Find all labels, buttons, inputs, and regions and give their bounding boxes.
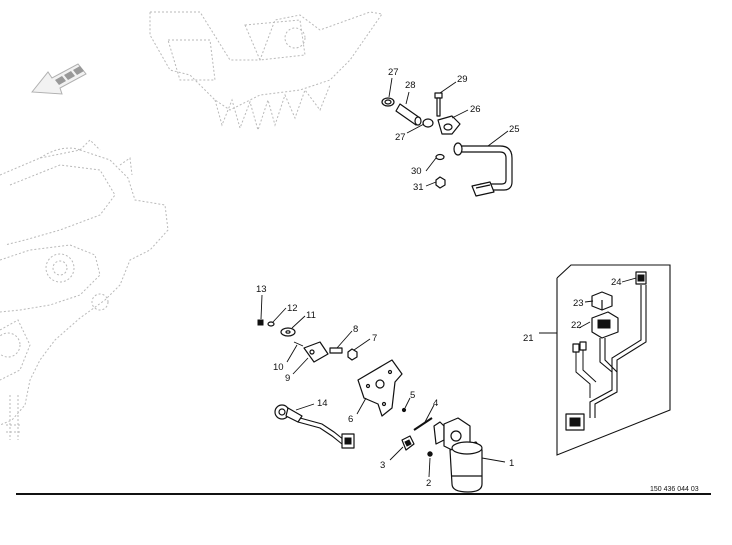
- part-26-clamp: [437, 115, 461, 135]
- part-21-connector: [565, 413, 585, 431]
- part-27-ring-top: [381, 97, 395, 107]
- part-14-sensor-cable: [274, 404, 355, 449]
- callout-9: 9: [285, 373, 290, 384]
- callout-4: 4: [433, 398, 438, 409]
- callout-28: 28: [405, 80, 416, 91]
- part-22-socket: [591, 311, 619, 339]
- callout-7: 7: [372, 333, 377, 344]
- part-28-sleeve: [395, 103, 422, 126]
- part-13-screw: [257, 319, 264, 326]
- callout-21: 21: [523, 333, 534, 344]
- callout-14: 14: [317, 398, 328, 409]
- callout-26: 26: [470, 104, 481, 115]
- part-12-washer: [267, 321, 275, 327]
- part-4-rod: [413, 417, 433, 431]
- part-11-disc: [280, 327, 296, 337]
- part-5-pin: [401, 407, 407, 413]
- part-25-bracket: [453, 142, 513, 197]
- drawing-code: 150 436 044 03: [650, 486, 699, 493]
- lower-assembly: [257, 319, 483, 493]
- callout-13: 13: [256, 284, 267, 295]
- callout-2: 2: [426, 478, 431, 489]
- part-6-plate: [357, 359, 403, 417]
- background-machine-top: [149, 11, 383, 132]
- callout-29: 29: [457, 74, 468, 85]
- part-27-ring-lower: [422, 118, 434, 128]
- callout-12: 12: [287, 303, 298, 314]
- part-10-pin: [293, 341, 304, 347]
- callout-5: 5: [410, 390, 415, 401]
- callout-1: 1: [509, 458, 514, 469]
- part-23-relay: [591, 291, 613, 311]
- callout-27-top: 27: [388, 67, 399, 78]
- part-1-motor: [433, 417, 483, 493]
- callout-6: 6: [348, 414, 353, 425]
- part-7-nut: [347, 348, 358, 361]
- callout-labels: 27 28 29 26 27 25 30 31 13 12 11 10 9 8 …: [256, 67, 622, 489]
- callout-31: 31: [413, 182, 424, 193]
- part-31-nut: [435, 176, 446, 189]
- callout-11: 11: [306, 310, 316, 321]
- callout-10: 10: [273, 362, 284, 373]
- leader-lines: [260, 77, 637, 478]
- background-machine-left: [0, 139, 169, 440]
- callout-24: 24: [611, 277, 622, 288]
- arrow-left-down-icon: [31, 63, 87, 95]
- part-2-nut: [427, 451, 433, 457]
- callout-23: 23: [573, 298, 584, 309]
- part-24-connector: [635, 271, 647, 285]
- part-29-bolt: [434, 92, 443, 117]
- callout-30: 30: [411, 166, 422, 177]
- part-8-stud: [329, 347, 343, 354]
- callout-22: 22: [571, 320, 582, 331]
- callout-3: 3: [380, 460, 385, 471]
- callout-27-lower: 27: [395, 132, 406, 143]
- callout-25: 25: [509, 124, 520, 135]
- upper-assembly: [381, 92, 513, 197]
- harness-box: [556, 264, 671, 456]
- part-30-washer: [435, 153, 445, 161]
- part-3-clip: [401, 435, 415, 451]
- part-9-lever: [303, 341, 329, 363]
- callout-8: 8: [353, 324, 358, 335]
